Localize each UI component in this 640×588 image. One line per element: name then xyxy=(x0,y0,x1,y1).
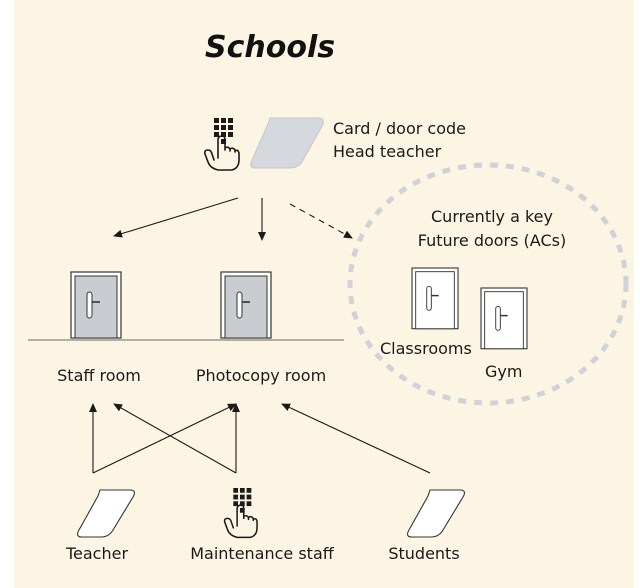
access-card-icon xyxy=(407,489,465,538)
arrow-to-future-doors xyxy=(289,203,353,239)
user-label-teacher: Teacher xyxy=(65,544,129,563)
diagram-title: Schools xyxy=(205,30,336,65)
future-group-line2: Future doors (ACs) xyxy=(417,231,567,250)
door-label-staff-room: Staff room xyxy=(57,366,141,385)
door-icon xyxy=(220,271,272,339)
door-label-classrooms: Classrooms xyxy=(380,339,472,358)
access-card-icon xyxy=(250,117,324,169)
door-label-gym: Gym xyxy=(485,362,523,381)
door-icon xyxy=(480,287,528,350)
door-label-photocopy-room: Photocopy room xyxy=(195,366,327,385)
arrow-to-staff-room xyxy=(113,197,239,238)
arrow-teacher-to-photocopy xyxy=(92,403,237,474)
top-label-line1: Card / door code xyxy=(333,119,466,138)
keypad-hand-icon xyxy=(204,117,240,171)
top-label-line2: Head teacher xyxy=(333,142,442,161)
arrow-students-to-photocopy xyxy=(281,403,431,474)
keypad-hand-icon xyxy=(223,487,258,539)
arrow-maintenance-to-staff-room xyxy=(113,403,237,474)
door-icon xyxy=(411,267,459,330)
future-doors-dashed-circle xyxy=(347,162,629,406)
user-label-students: Students xyxy=(388,544,460,563)
user-label-maintenance: Maintenance staff xyxy=(190,544,334,563)
future-group-line1: Currently a key xyxy=(431,207,553,226)
access-card-icon xyxy=(77,489,135,538)
door-icon xyxy=(70,271,122,339)
